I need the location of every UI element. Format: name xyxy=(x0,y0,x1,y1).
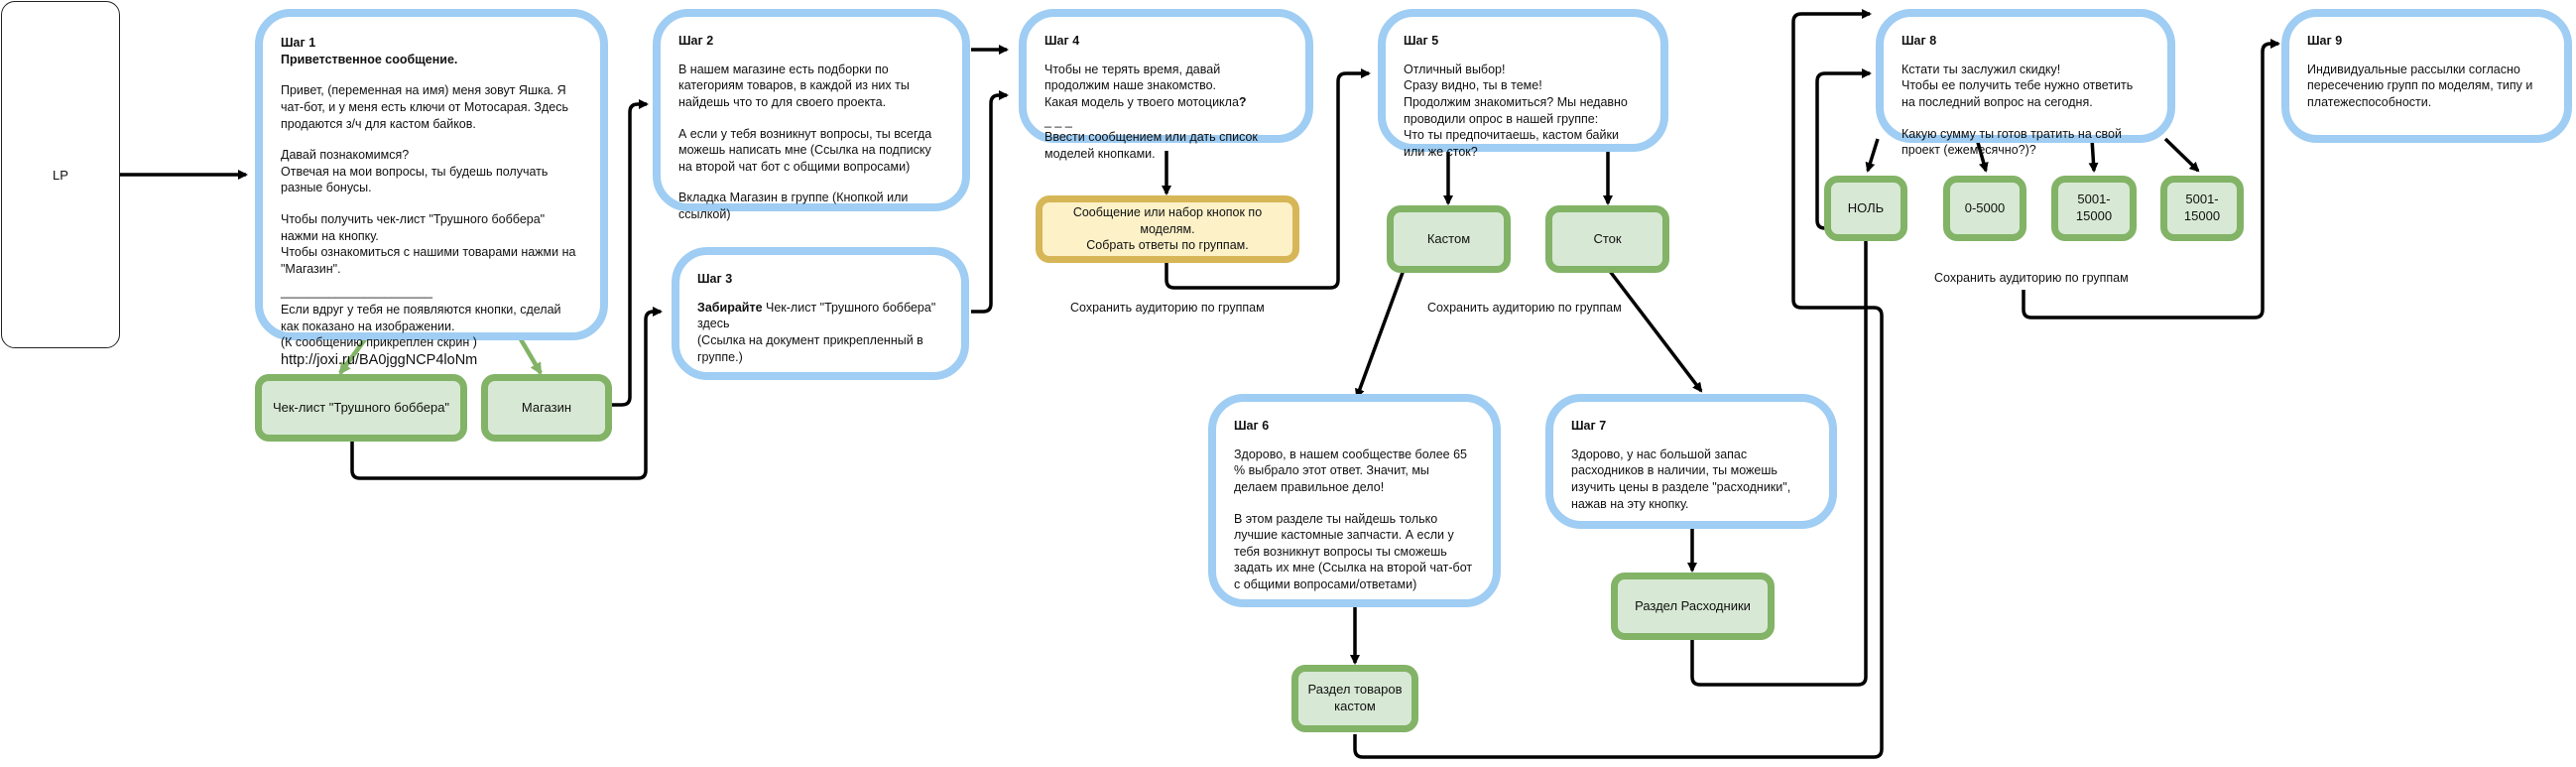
step8-p2: Какую сумму ты готов тратить на свой про… xyxy=(1901,126,2122,158)
amount-0-5000-label: 0-5000 xyxy=(1964,199,2006,215)
amount-0-5000-button[interactable]: 0-5000 xyxy=(1943,176,2026,241)
step3-box: Шаг 3 Забирайте Чек-лист "Трушного боббе… xyxy=(672,247,969,380)
edge-step8-amount3 xyxy=(2163,137,2200,173)
stock-button[interactable]: Сток xyxy=(1545,205,1669,273)
edge-step1-shop xyxy=(519,337,543,375)
step6-p1: Здорово, в нашем сообществе более 65 % в… xyxy=(1234,447,1467,494)
step4-p2: _ _ _ Ввести сообщением или дать список … xyxy=(1044,113,1258,161)
step2-box: Шаг 2 В нашем магазине есть подборки по … xyxy=(653,9,970,221)
step2-p3: Вкладка Магазин в группе (Кнопкой или сс… xyxy=(678,191,909,221)
edge-step8-amount1 xyxy=(1975,138,1989,173)
custom-parts-button-label: Раздел товаров кастом xyxy=(1307,682,1403,713)
step1-p4: Если вдруг у тебя не появляются кнопки, … xyxy=(281,303,561,350)
edge-step3-step4 xyxy=(971,90,1009,314)
amount-zero-label: НОЛЬ xyxy=(1847,199,1885,215)
step9-p1: Индивидуальные рассылки согласно пересеч… xyxy=(2307,62,2533,109)
amount-5001-15000-button-2[interactable]: 5001-15000 xyxy=(2160,176,2244,241)
amount-5001-15000-button[interactable]: 5001-15000 xyxy=(2051,176,2137,241)
edge-checklist-step3 xyxy=(350,307,663,480)
step2-title: Шаг 2 xyxy=(678,34,714,48)
step5-box: Шаг 5 Отличный выбор! Сразу видно, ты в … xyxy=(1378,9,1668,159)
edge-custom-step6 xyxy=(1355,269,1406,399)
step1-title: Шаг 1 xyxy=(281,36,316,50)
shop-button[interactable]: Магазин xyxy=(481,374,612,442)
models-note-text: Сообщение или набор кнопок по моделям. С… xyxy=(1072,204,1263,253)
step7-title: Шаг 7 xyxy=(1571,419,1607,433)
step9-title: Шаг 9 xyxy=(2307,34,2343,48)
step4-p1: Чтобы не терять время, давай продолжим н… xyxy=(1044,62,1239,109)
step1-link[interactable]: http://joxi.ru/BA0jggNCP4loNm xyxy=(281,352,478,368)
amount-5001-15000-label-2: 5001-15000 xyxy=(2183,192,2221,223)
step9-box: Шаг 9 Индивидуальные рассылки согласно п… xyxy=(2281,9,2572,143)
step5-p1: Отличный выбор! Сразу видно, ты в теме! … xyxy=(1404,62,1628,159)
custom-button[interactable]: Кастом xyxy=(1387,205,1511,273)
custom-parts-button[interactable]: Раздел товаров кастом xyxy=(1291,665,1418,732)
step1-divider: ______________________ xyxy=(281,284,432,299)
models-note: Сообщение или набор кнопок по моделям. С… xyxy=(1036,195,1299,263)
consumables-button[interactable]: Раздел Расходники xyxy=(1611,573,1775,640)
edge-parts-step8 xyxy=(1353,9,1884,759)
save-label-amount: Сохранить аудиторию по группам xyxy=(1934,271,2129,285)
edge-save-step9 xyxy=(2022,39,2280,320)
edge-step1-checklist xyxy=(338,337,367,375)
step1-subtitle: Приветственное сообщение. xyxy=(281,52,458,66)
step2-p1: В нашем магазине есть подборки по катего… xyxy=(678,62,910,109)
step8-title: Шаг 8 xyxy=(1901,34,1937,48)
step1-box: Шаг 1 Приветственное сообщение. Привет, … xyxy=(255,9,608,368)
step1-p3: Чтобы получить чек-лист "Трушного боббер… xyxy=(281,212,576,276)
step4-question-mark: ? xyxy=(1238,94,1247,109)
step6-title: Шаг 6 xyxy=(1234,419,1270,433)
step3-bold: Забирайте xyxy=(697,300,763,315)
step4-title: Шаг 4 xyxy=(1044,34,1080,48)
step4-box: Шаг 4 Чтобы не терять время, давай продо… xyxy=(1019,9,1313,161)
step7-p1: Здорово, у нас большой запас расходников… xyxy=(1571,447,1791,511)
amount-5001-15000-label: 5001-15000 xyxy=(2075,192,2113,223)
step5-title: Шаг 5 xyxy=(1404,34,1439,48)
step6-p2: В этом разделе ты найдешь только лучшие … xyxy=(1234,511,1473,592)
step3-title: Шаг 3 xyxy=(697,272,733,286)
step6-box: Шаг 6 Здорово, в нашем сообществе более … xyxy=(1208,394,1501,607)
checklist-button[interactable]: Чек-лист "Трушного боббера" xyxy=(255,374,467,442)
step3-text: Чек-лист "Трушного боббера" здесь (Ссылк… xyxy=(697,300,936,364)
lp-node: LP xyxy=(1,1,120,348)
checklist-button-label: Чек-лист "Трушного боббера" xyxy=(272,399,450,415)
stock-button-label: Сток xyxy=(1593,230,1622,246)
edge-shop-step2 xyxy=(612,99,649,407)
edge-step8-zero xyxy=(1865,138,1880,173)
step8-p1: Кстати ты заслужил скидку! Чтобы ее полу… xyxy=(1901,62,2134,109)
amount-zero-button[interactable]: НОЛЬ xyxy=(1824,176,1907,241)
edge-note-step5 xyxy=(1165,68,1371,290)
custom-button-label: Кастом xyxy=(1426,230,1471,246)
save-label-type: Сохранить аудиторию по группам xyxy=(1427,301,1622,315)
edge-stock-step7 xyxy=(1607,268,1703,393)
shop-button-label: Магазин xyxy=(521,399,572,415)
step7-box: Шаг 7 Здорово, у нас большой запас расхо… xyxy=(1545,394,1837,529)
consumables-button-label: Раздел Расходники xyxy=(1635,597,1751,613)
lp-label: LP xyxy=(53,167,68,183)
step2-p2: А если у тебя возникнут вопросы, ты всег… xyxy=(678,126,932,174)
step1-p1: Привет, (переменная на имя) меня зовут Я… xyxy=(281,83,568,131)
edge-step8-amount2 xyxy=(2088,138,2099,173)
step8-box: Шаг 8 Кстати ты заслужил скидку! Чтобы е… xyxy=(1876,9,2175,157)
step1-p2: Давай познакомимся? Отвечая на мои вопро… xyxy=(281,148,549,195)
save-label-models: Сохранить аудиторию по группам xyxy=(1070,301,1265,315)
